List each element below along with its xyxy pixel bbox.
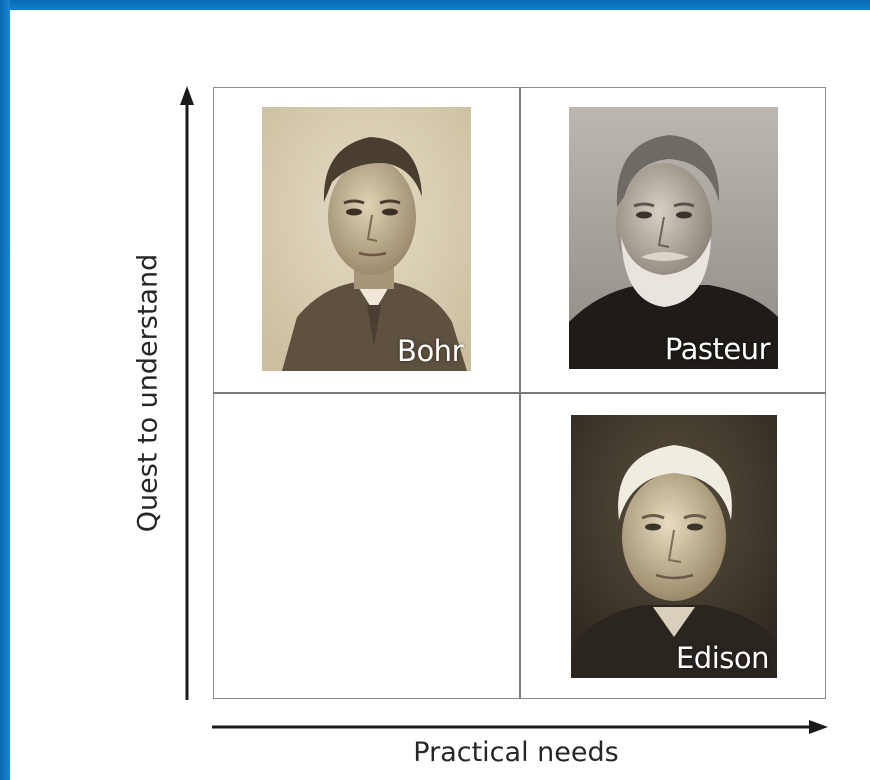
pasteur-photo-icon — [569, 107, 778, 369]
bohr-photo-icon — [262, 107, 471, 371]
x-axis-arrow — [212, 720, 828, 734]
portrait-name-bohr: Bohr — [397, 334, 463, 368]
portrait-name-pasteur: Pasteur — [664, 332, 771, 366]
frame-left-border — [0, 0, 10, 780]
y-axis-label: Quest to understand — [132, 253, 164, 533]
portrait-name-edison: Edison — [675, 641, 770, 675]
quadrant-divider-horizontal — [213, 392, 826, 394]
portrait-pasteur: Pasteur — [569, 107, 778, 369]
portrait-bohr: Bohr — [262, 107, 471, 371]
frame-top-border — [0, 0, 870, 10]
portrait-edison: Edison — [571, 415, 777, 678]
edison-photo-icon — [571, 415, 777, 678]
y-axis-arrow — [180, 86, 194, 700]
x-axis-label: Practical needs — [413, 737, 619, 768]
